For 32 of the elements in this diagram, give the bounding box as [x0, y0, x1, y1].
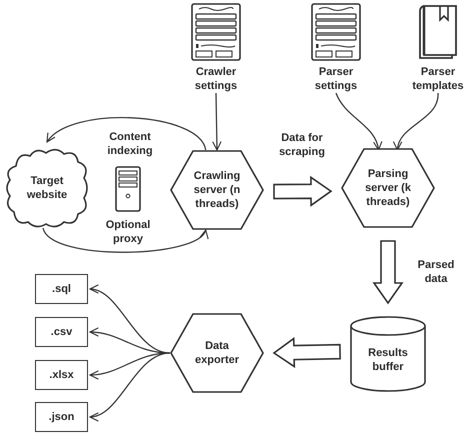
node-label: .csv	[50, 325, 72, 339]
node-label: .xlsx	[49, 368, 74, 382]
hexagon	[170, 150, 264, 230]
file-box	[35, 274, 88, 304]
arrow	[335, 92, 382, 151]
block-arrow	[272, 337, 341, 368]
arrow	[42, 228, 206, 253]
node-label: Optional proxy	[104, 218, 152, 246]
node-label: .json	[48, 410, 74, 424]
node-label: Target website	[26, 174, 68, 202]
hexagon	[170, 313, 264, 393]
node-label: Results buffer	[367, 346, 409, 374]
node-label: .sql	[52, 282, 71, 296]
file-box	[35, 317, 88, 347]
block-arrow	[273, 176, 332, 207]
cloud	[4, 146, 90, 230]
hexagon	[341, 148, 435, 228]
arrow	[89, 286, 170, 354]
block-arrow	[372, 240, 404, 304]
node-label: Crawling server (n threads)	[192, 169, 242, 211]
node-label: Crawler settings	[194, 65, 238, 93]
node-label: Parser templates	[411, 65, 465, 93]
node-label: Data exporter	[194, 339, 240, 367]
cylinder	[350, 316, 426, 392]
node-label: Parser settings	[314, 65, 358, 93]
arrow	[212, 92, 222, 151]
file-box	[35, 360, 88, 390]
node-label: Parsing server (k threads)	[364, 167, 412, 209]
file-box	[35, 402, 88, 432]
arrow	[394, 92, 439, 151]
arrow	[89, 352, 170, 420]
arrow	[46, 117, 206, 150]
